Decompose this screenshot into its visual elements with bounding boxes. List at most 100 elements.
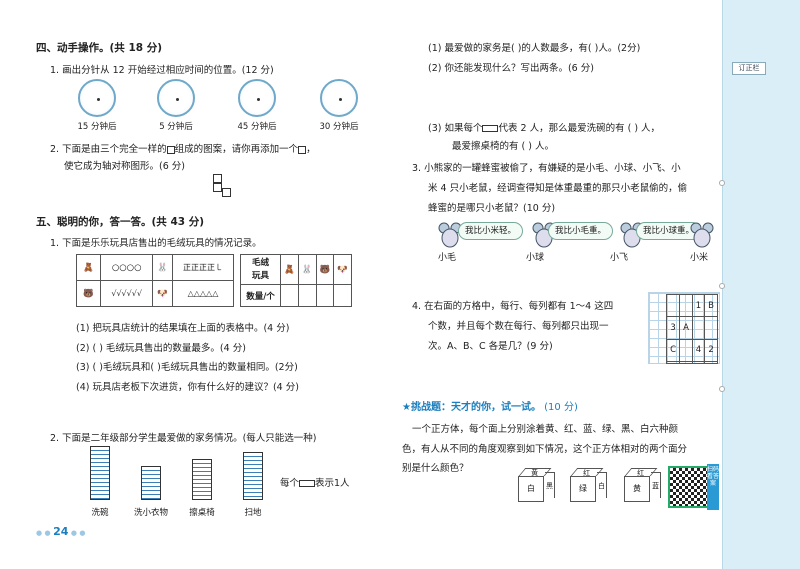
challenge-line2: 色，有人从不同的角度观察到如下情况，这个正方体相对的两个面分 <box>402 444 688 455</box>
mouse-name: 小球 <box>526 253 545 263</box>
clock-caption: 5 分钟后 <box>159 122 193 132</box>
challenge-heading: ★挑战题：天才的你，试一试。 (10 分) <box>402 398 578 413</box>
binding-hole <box>719 386 725 392</box>
challenge-label: ★挑战题：天才的你，试一试。 <box>402 402 541 413</box>
speech-bubble: 我比小米轻。 <box>458 222 524 240</box>
chart-bar <box>243 452 263 500</box>
correction-tag: 订正栏 <box>732 62 766 75</box>
clock-face-icon <box>238 79 276 117</box>
s4-q2: 2. 下面是由三个完全一样的组成的图案，请你再添加一个， <box>50 144 316 155</box>
toy-bear-icon: 🧸 <box>76 254 101 281</box>
count-row-label: 数量/个 <box>240 284 281 307</box>
q3-line1: 3. 小熊家的一罐蜂蜜被偷了，有嫌疑的是小毛、小球、小飞、小 <box>412 163 681 174</box>
binding-hole <box>719 283 725 289</box>
s5-sub2: (2) ( ) 毛绒玩具售出的数量最多。(4 分) <box>76 343 246 354</box>
answer-cell[interactable] <box>315 284 335 307</box>
sudoku-cell <box>679 338 693 362</box>
sudoku-cell: 4 <box>691 338 706 362</box>
answer-cell[interactable] <box>280 284 299 307</box>
section5-title: 五、聪明的你，答一答。(共 43 分) <box>36 216 205 228</box>
clock-caption: 15 分钟后 <box>77 122 117 132</box>
s4-q1: 1. 画出分针从 12 开始经过相应时间的位置。(12 分) <box>50 65 274 76</box>
toy-bear-icon: 🐻 <box>76 280 101 307</box>
mouse-name: 小毛 <box>438 253 457 263</box>
correction-sidebar <box>722 0 800 569</box>
sudoku-cell <box>691 360 706 365</box>
sudoku-cell <box>679 293 693 318</box>
binding-hole <box>719 180 725 186</box>
chart-category-label: 擦桌椅 <box>189 508 215 518</box>
sudoku-cell <box>665 293 681 318</box>
sudoku-cell <box>679 360 693 365</box>
r-q1: (1) 最爱做的家务是( )的人数最多，有( )人。(2分) <box>428 43 641 54</box>
section4-title: 四、动手操作。(共 18 分) <box>36 42 163 54</box>
sudoku-cell: 3 <box>665 316 681 340</box>
clock-caption: 30 分钟后 <box>319 122 359 132</box>
sudoku-cell <box>691 316 706 340</box>
tally-count: △△△△△ <box>171 280 235 307</box>
cube-front-face: 黄 <box>624 476 650 502</box>
sudoku-cell: C <box>665 338 681 362</box>
chart-category-label: 洗小衣物 <box>133 508 169 518</box>
count-table: 毛绒玩具 🧸 🐰 🐻 🐶 数量/个 <box>240 254 352 307</box>
toy-icon-cell: 🧸 <box>280 254 299 285</box>
sudoku-cell: 1 <box>691 293 706 318</box>
tally-count: 正正正正㇄ <box>171 254 235 281</box>
answer-cell[interactable] <box>333 284 352 307</box>
sudoku-cell: B <box>704 293 718 318</box>
legend-rect-icon <box>482 125 499 132</box>
speech-bubble: 我比小毛重。 <box>548 222 614 240</box>
toy-icon-cell: 🐶 <box>333 254 352 285</box>
mouse-icon <box>438 222 462 248</box>
toy-icon-cell: 🐰 <box>297 254 317 285</box>
q4-line2: 个数，并且每个数在每行、每列都只出现一 <box>428 321 609 332</box>
clock-face-icon <box>157 79 195 117</box>
legend-rect-icon <box>299 480 316 487</box>
square-icon <box>166 145 175 154</box>
chart-bar <box>90 445 110 500</box>
tally-record-table: 🧸 ○○○○ 🐰 正正正正㇄ 🐻 √√√√√√ 🐶 △△△△△ <box>76 254 235 307</box>
sudoku-cell: 2 <box>704 338 718 362</box>
chart-legend: 每个表示1人 <box>280 478 350 489</box>
cube-front-face: 绿 <box>570 476 596 502</box>
q4-line1: 4. 在右面的方格中，每行、每列都有 1～4 这四 <box>412 301 614 312</box>
sudoku-cell <box>704 316 718 340</box>
mouse-icon <box>690 222 714 248</box>
q3-line2: 米 4 只小老鼠，经调查得知是体重最重的那只小老鼠偷的，偷 <box>428 183 688 194</box>
s5-sub1: (1) 把玩具店统计的结果填在上面的表格中。(4 分) <box>76 323 290 334</box>
cube-side-face: 蓝 <box>651 472 661 498</box>
clock-face-icon <box>78 79 116 117</box>
pattern-square <box>222 188 231 197</box>
answer-cell[interactable] <box>297 284 317 307</box>
s5-q1: 1. 下面是乐乐玩具店售出的毛绒玩具的情况记录。 <box>50 238 262 249</box>
toy-dog-icon: 🐶 <box>152 280 173 307</box>
sudoku-cell: A <box>679 316 693 340</box>
toy-rabbit-icon: 🐰 <box>152 254 173 281</box>
speech-bubble: 我比小球重。 <box>636 222 702 240</box>
s4-q2-line2: 使它成为轴对称图形。(6 分) <box>64 161 185 172</box>
clock-face-icon <box>320 79 358 117</box>
mouse-name: 小米 <box>690 253 709 263</box>
sudoku-cell <box>704 360 718 365</box>
challenge-score: (10 分) <box>544 402 578 413</box>
chart-bar <box>141 466 161 500</box>
tally-marks: ○○○○ <box>99 254 154 281</box>
challenge-line1: 一个正方体，每个面上分别涂着黄、红、蓝、绿、黑、白六种颜 <box>412 424 679 435</box>
chart-bar <box>192 459 212 500</box>
s5-sub4: (4) 玩具店老板下次进货，你有什么好的建议？(4 分) <box>76 382 299 393</box>
cube-front-face: 白 <box>518 476 544 502</box>
r-q3-line2: 最爱擦桌椅的有 ( ) 人。 <box>452 141 554 152</box>
chart-category-label: 扫地 <box>244 508 262 518</box>
qr-answer-tag: 扫码看答案 <box>707 464 719 510</box>
q3-line3: 蜂蜜的是哪只小老鼠？(10 分) <box>428 203 556 214</box>
r-q2: (2) 你还能发现什么？写出两条。(6 分) <box>428 63 594 74</box>
q4-line3: 次。A、B、C 各是几？(9 分) <box>428 341 553 352</box>
pattern-square <box>213 174 222 183</box>
s5-q2: 2. 下面是二年级部分学生最爱做的家务情况。(每人只能选一种) <box>50 433 317 444</box>
challenge-line3: 别是什么颜色？ <box>402 463 469 474</box>
qr-code-icon[interactable] <box>668 466 710 508</box>
clock-caption: 45 分钟后 <box>237 122 277 132</box>
page-number: ● ● 24 ● ● <box>36 525 86 538</box>
toy-icon-cell: 🐻 <box>315 254 335 285</box>
